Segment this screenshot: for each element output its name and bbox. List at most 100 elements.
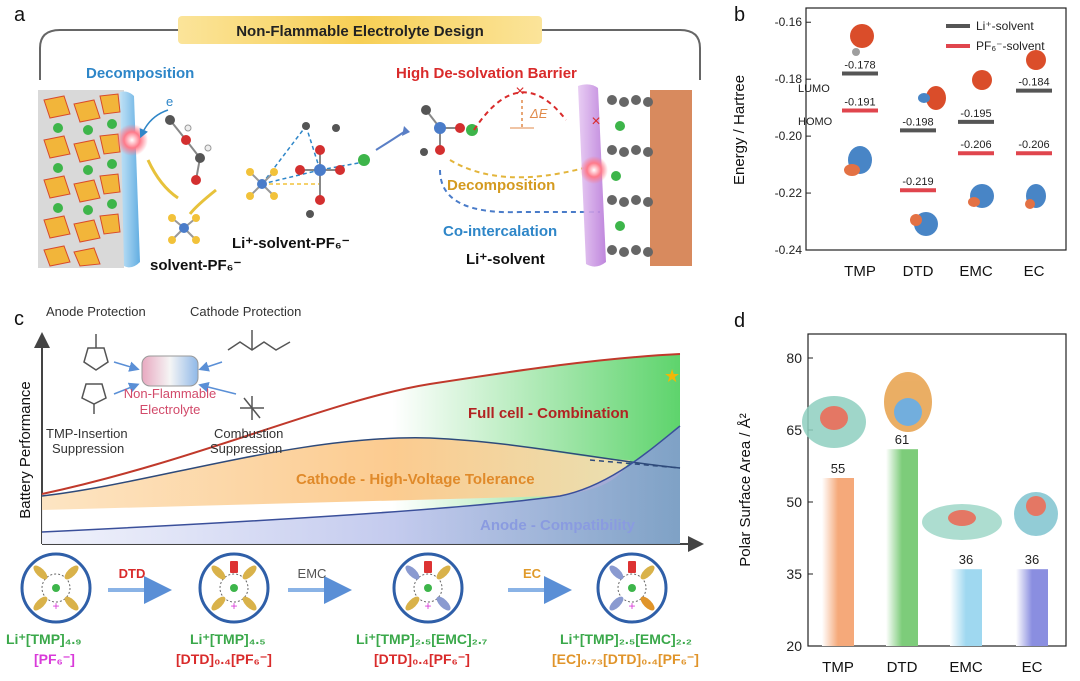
cathode-crystal xyxy=(38,90,124,268)
formula-2-line1: Li⁺[TMP]₄.₅ xyxy=(190,631,266,647)
panel-a-illustration: Non-Flammable Electrolyte Design Decompo… xyxy=(38,16,701,274)
svg-text:+: + xyxy=(230,599,237,613)
cathode-protection-label: Cathode Protection xyxy=(190,304,301,319)
electrolyte-label-2: Electrolyte xyxy=(140,402,201,417)
transition-arrow-ec: EC xyxy=(508,566,572,604)
svg-text:DTD: DTD xyxy=(119,566,146,581)
decomposition-label-left: Decomposition xyxy=(86,65,194,82)
legend-li-solvent: Li⁺-solvent xyxy=(976,19,1034,33)
star-icon: ★ xyxy=(664,366,680,386)
panel-b-category-label: DTD xyxy=(903,263,934,280)
right-solvent-molecule xyxy=(420,105,478,156)
banner-box xyxy=(178,16,542,44)
formula-3-line2: [DTD]₀.₄[PF₆⁻] xyxy=(374,651,470,667)
barrier-path xyxy=(473,91,567,131)
transition-arrow-emc: EMC xyxy=(288,566,352,604)
psa-bar xyxy=(1016,569,1048,646)
panel-c-ylabel: Battery Performance xyxy=(17,381,34,519)
panel-label-d: d xyxy=(734,310,746,332)
formula-4-line2: [EC]₀.₇₃[DTD]₀.₄[PF₆⁻] xyxy=(552,651,699,667)
combustion-label-2: Suppression xyxy=(210,441,282,456)
cointercalation-label: Co-intercalation xyxy=(443,223,557,240)
psa-bar xyxy=(886,449,918,646)
panel-d-frame xyxy=(807,333,1067,647)
psa-value-label: 61 xyxy=(895,432,909,447)
panel-b-category-label: TMP xyxy=(844,263,876,280)
svg-text:+: + xyxy=(52,599,59,613)
cathode-label: Cathode - High-Voltage Tolerance xyxy=(296,471,535,488)
tmp-molecule-icon xyxy=(240,396,264,420)
decomposition-burst-left xyxy=(116,124,148,156)
energy-value-label: -0.178 xyxy=(844,59,875,71)
homo-label: HOMO xyxy=(798,116,833,128)
svg-text:EMC: EMC xyxy=(298,566,327,581)
delta-e-label: ΔE xyxy=(529,106,548,121)
formula-1-line1: Li⁺[TMP]₄.₉ xyxy=(6,631,82,647)
panel-d-category-label: EMC xyxy=(949,659,983,676)
panel-d-ytick-label: 65 xyxy=(786,422,802,438)
psa-bar xyxy=(950,569,982,646)
panel-label-c: c xyxy=(14,308,24,330)
psa-value-label: 36 xyxy=(959,552,973,567)
li-solvent-label: Li⁺-solvent xyxy=(466,251,545,268)
emc-molecule-icon xyxy=(227,330,291,351)
panel-d-ytick-label: 50 xyxy=(786,494,802,510)
energy-value-label: -0.219 xyxy=(902,176,933,188)
panel-label-a: a xyxy=(14,4,26,26)
panel-b-frame xyxy=(805,7,1067,251)
dtd-molecule-icon xyxy=(83,334,109,371)
panel-b-category-label: EC xyxy=(1024,263,1045,280)
anode-protection-label: Anode Protection xyxy=(46,304,146,319)
combustion-label-1: Combustion xyxy=(214,426,283,441)
panel-d-ytick-label: 20 xyxy=(786,638,802,654)
formula-3-line1: Li⁺[TMP]₂.₅[EMC]₂.₇ xyxy=(356,631,487,647)
formula-2-line2: [DTD]₀.₄[PF₆⁻] xyxy=(176,651,272,667)
solvation-sheath-2: + xyxy=(198,552,270,624)
formula-4-line1: Li⁺[TMP]₂.₅[EMC]₂.₂ xyxy=(560,631,692,647)
banner-text: Non-Flammable Electrolyte Design xyxy=(236,23,484,40)
electrolyte-label-1: Non-Flammable xyxy=(124,386,216,401)
legend-pf6-solvent: PF₆⁻-solvent xyxy=(976,39,1045,53)
electron-label: e xyxy=(166,94,173,109)
panel-b-ytick-label: -0.16 xyxy=(775,15,803,29)
pf6-anion-left xyxy=(168,214,200,244)
li-solvent-pf6-cluster xyxy=(246,122,370,218)
solvation-sheath-3: + xyxy=(392,552,464,624)
tmp-insertion-label-2: Suppression xyxy=(52,441,124,456)
panel-d-ytick-label: 80 xyxy=(786,350,802,366)
panel-d-category-label: EC xyxy=(1022,659,1043,676)
tmp-insertion-label-1: TMP-Insertion xyxy=(46,426,128,441)
orbital-illustrations xyxy=(844,24,1046,236)
decomposition-label-right: Decomposition xyxy=(447,177,555,194)
energy-value-label: -0.191 xyxy=(844,96,875,108)
battery-cell-icon xyxy=(141,355,199,387)
energy-value-label: -0.206 xyxy=(1018,139,1049,151)
psa-value-label: 55 xyxy=(831,461,845,476)
graphite-anode xyxy=(607,90,692,266)
barrier-label: High De-solvation Barrier xyxy=(396,65,577,82)
panel-b-ytick-label: -0.18 xyxy=(775,72,803,86)
panel-b-ytick-label: -0.22 xyxy=(775,186,803,200)
panel-b-ylabel: Energy / Hartree xyxy=(731,75,748,185)
psa-value-label: 36 xyxy=(1025,552,1039,567)
panel-c-schematic: Battery Performance ★ Full cell - Combin… xyxy=(6,304,704,667)
solvation-sheath-4: + xyxy=(596,552,668,624)
psa-bar xyxy=(822,478,854,646)
panel-d-ylabel: Polar Surface Area / Å² xyxy=(737,413,754,566)
svg-text:+: + xyxy=(628,599,635,613)
svg-text:+: + xyxy=(424,599,431,613)
solvation-sheath-1: + xyxy=(20,552,92,624)
panel-b-category-label: EMC xyxy=(959,263,993,280)
panel-b-legend: Li⁺-solvent PF₆⁻-solvent xyxy=(946,19,1045,53)
transition-arrow-dtd: DTD xyxy=(108,566,172,604)
svg-text:×: × xyxy=(515,83,524,100)
full-cell-label: Full cell - Combination xyxy=(468,405,629,422)
panel-b-ytick-label: -0.24 xyxy=(775,243,803,257)
svg-text:EC: EC xyxy=(523,566,542,581)
lumo-label: LUMO xyxy=(798,83,830,95)
ec-molecule-icon xyxy=(81,383,107,414)
esp-surface-illustrations xyxy=(802,372,1058,540)
solvent-molecule-left xyxy=(165,115,212,185)
